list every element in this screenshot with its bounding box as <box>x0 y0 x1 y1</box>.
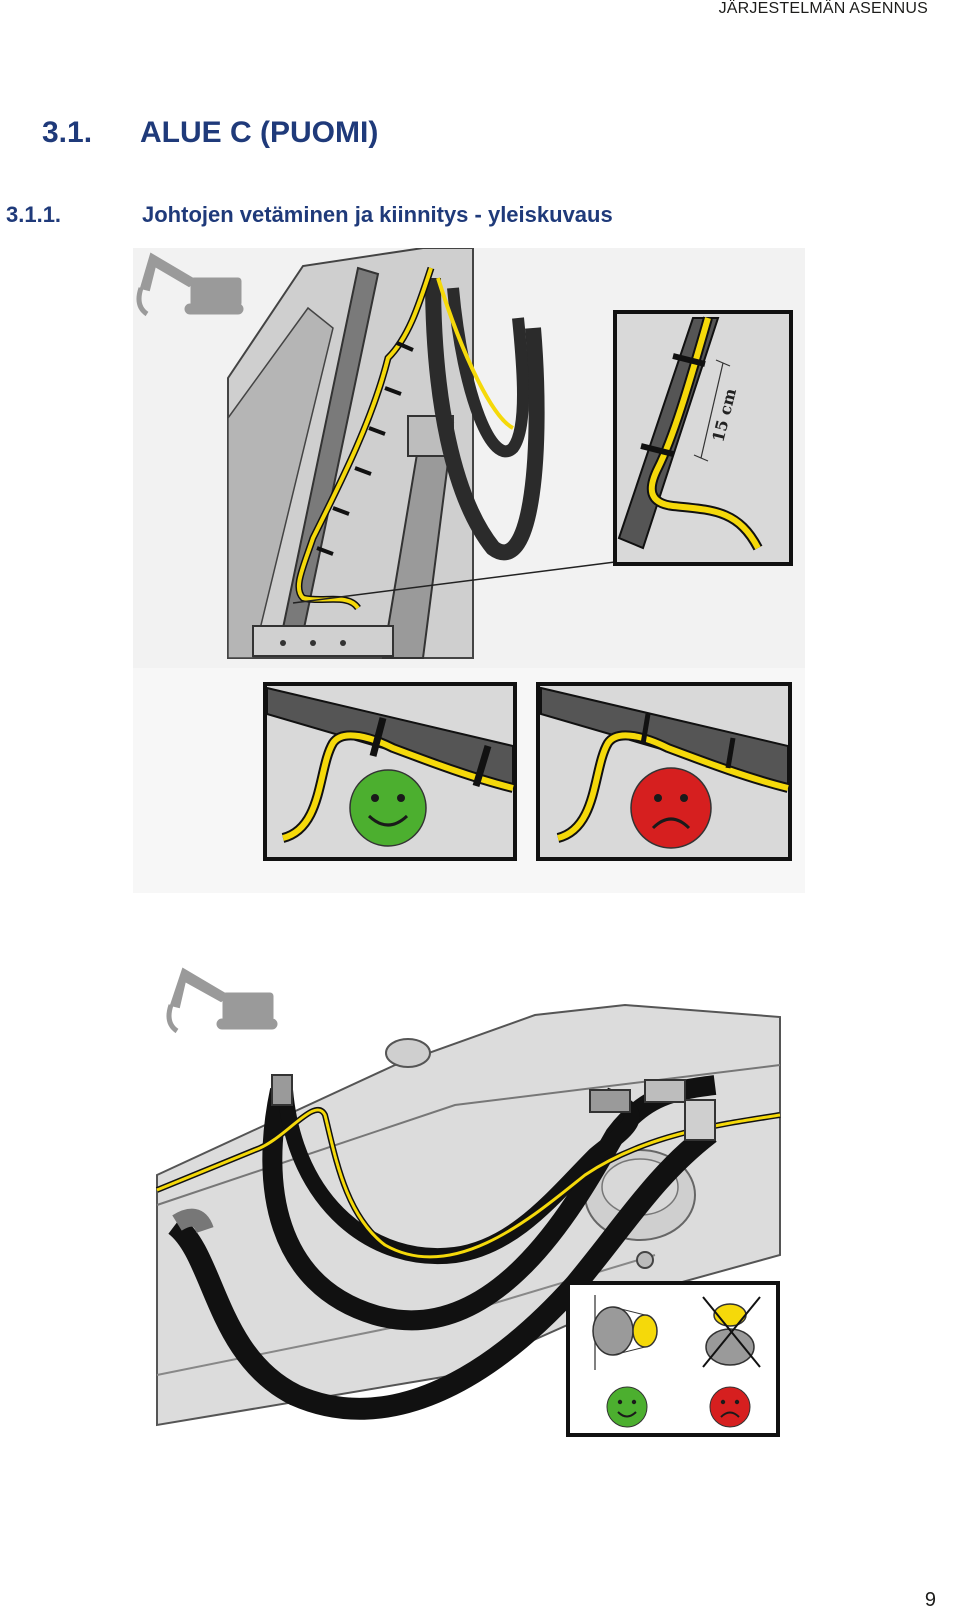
boom-cable-routing-figure: 15 cm <box>133 248 805 893</box>
excavator-icon <box>166 967 278 1034</box>
spacing-detail-inset <box>613 310 793 566</box>
excavator-icon <box>136 252 244 317</box>
heading-2-title: Johtojen vetäminen ja kiinnitys - yleisk… <box>142 202 613 227</box>
heading-1-title: ALUE C (PUOMI) <box>140 116 379 149</box>
heading-1-number: 3.1. <box>42 116 93 149</box>
heading-2-number: 3.1.1. <box>6 202 62 227</box>
callout-line <box>292 561 616 604</box>
smiley-sad-icon <box>709 1386 751 1428</box>
page-number: 9 <box>924 1589 936 1611</box>
heading-2: 3.1.1. Johtojen vetäminen ja kiinnitys - … <box>6 202 613 228</box>
smiley-happy-icon <box>606 1386 648 1428</box>
boom-illustration <box>227 248 545 659</box>
section-header: JÄRJESTELMÄN ASENNUS <box>718 0 928 17</box>
boom-illustration <box>155 1003 781 1427</box>
smiley-happy-icon <box>349 769 427 847</box>
boom-hose-routing-figure <box>155 955 815 1455</box>
smiley-sad-icon <box>630 767 712 849</box>
heading-1: 3.1. ALUE C (PUOMI) <box>42 116 378 150</box>
